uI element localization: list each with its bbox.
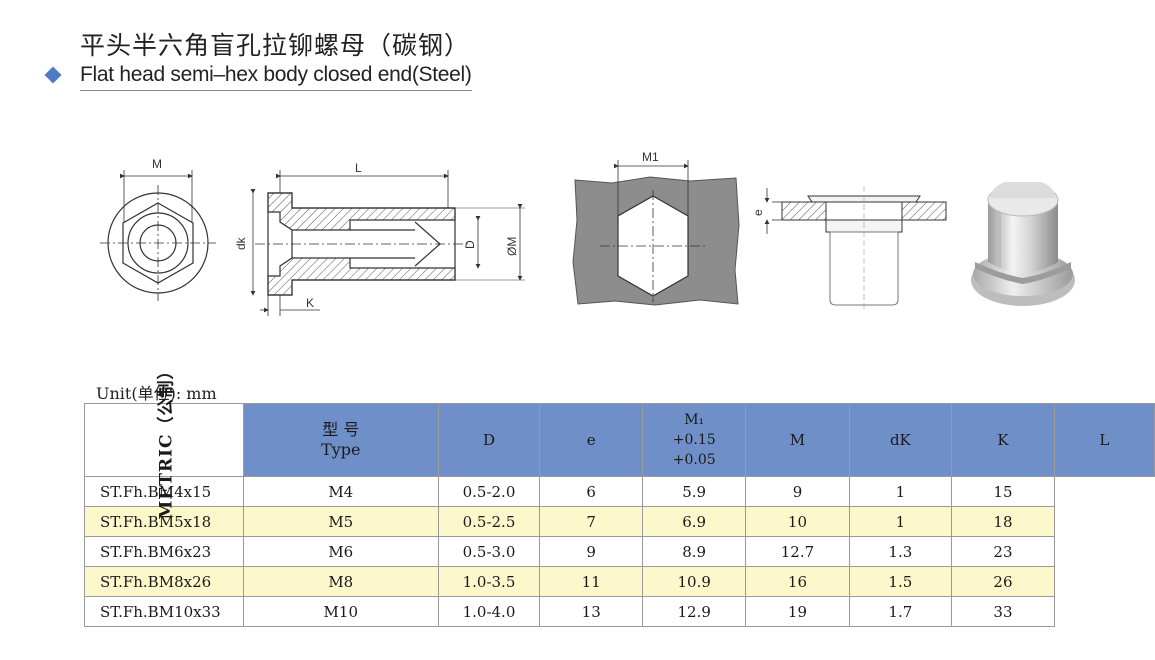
unit-label: Unit(单位): mm xyxy=(96,384,217,403)
cell-e: 1.0-4.0 xyxy=(437,596,541,627)
cell-m1: 6 xyxy=(539,476,643,507)
header-m1: M₁ +0.15 +0.05 xyxy=(641,403,747,477)
cell-dk: 9 xyxy=(745,476,850,507)
cell-e: 1.0-3.5 xyxy=(437,566,541,597)
dim-label-m: M xyxy=(152,157,162,171)
diamond-bullet-icon xyxy=(44,66,62,84)
page-title-en: Flat head semi–hex body closed end(Steel… xyxy=(80,63,472,91)
cell-type: ST.Fh.BM10x33 xyxy=(83,596,245,627)
front-view-drawing xyxy=(100,170,216,301)
cell-d: M6 xyxy=(243,536,439,567)
header-type: 型 号 Type xyxy=(243,403,439,477)
table-row: ST.Fh.BM6x23 M6 0.5-3.0 9 8.9 12.7 1.3 2… xyxy=(83,536,1155,567)
metric-side-label: METRIC（公制） xyxy=(83,361,245,519)
cell-l: 18 xyxy=(951,506,1055,537)
cell-m: 8.9 xyxy=(641,536,747,567)
cell-l: 33 xyxy=(951,596,1055,627)
hex-hole-plate-drawing xyxy=(572,160,740,306)
cell-l: 26 xyxy=(951,566,1055,597)
cell-type: ST.Fh.BM6x23 xyxy=(83,536,245,567)
header-d: D xyxy=(437,403,541,477)
cell-m: 10.9 xyxy=(641,566,747,597)
cell-dk: 12.7 xyxy=(745,536,850,567)
cell-d: M4 xyxy=(243,476,439,507)
cell-m1: 7 xyxy=(539,506,643,537)
header-dk: dK xyxy=(848,403,953,477)
cell-d: M5 xyxy=(243,506,439,537)
dim-label-e: e xyxy=(751,209,765,216)
cell-l: 15 xyxy=(951,476,1055,507)
cell-type: ST.Fh.BM4x15 xyxy=(83,476,245,507)
cell-m: 12.9 xyxy=(641,596,747,627)
table-row: ST.Fh.BM10x33 M10 1.0-4.0 13 12.9 19 1.7… xyxy=(83,596,1155,627)
dim-label-d: D xyxy=(463,240,477,249)
header-e: e xyxy=(539,403,643,477)
page-title-cn: 平头半六角盲孔拉铆螺母（碳钢） xyxy=(80,31,471,60)
dim-label-k: K xyxy=(306,296,314,310)
header-m: M xyxy=(745,403,850,477)
header-k: K xyxy=(951,403,1055,477)
dim-label-om: ØM xyxy=(505,237,519,256)
dim-label-dk: dk xyxy=(234,236,248,250)
cell-d: M10 xyxy=(243,596,439,627)
cell-e: 0.5-3.0 xyxy=(437,536,541,567)
cell-type: ST.Fh.BM8x26 xyxy=(83,566,245,597)
rivet-nut-3d-image xyxy=(971,182,1075,306)
cell-k: 1 xyxy=(848,476,953,507)
table-row: ST.Fh.BM8x26 M8 1.0-3.5 11 10.9 16 1.5 2… xyxy=(83,566,1155,597)
cell-e: 0.5-2.0 xyxy=(437,476,541,507)
cell-m1: 9 xyxy=(539,536,643,567)
table-row: ST.Fh.BM4x15 M4 0.5-2.0 6 5.9 9 1 15 xyxy=(83,476,1155,507)
cell-m1: 11 xyxy=(539,566,643,597)
cell-m: 6.9 xyxy=(641,506,747,537)
table-row: ST.Fh.BM5x18 M5 0.5-2.5 7 6.9 10 1 18 xyxy=(83,506,1155,537)
cell-k: 1.7 xyxy=(848,596,953,627)
cell-k: 1.3 xyxy=(848,536,953,567)
cell-type: ST.Fh.BM5x18 xyxy=(83,506,245,537)
cell-d: M8 xyxy=(243,566,439,597)
installed-section-drawing xyxy=(764,186,947,310)
cell-dk: 10 xyxy=(745,506,850,537)
spec-table: METRIC（公制） 型 号 Type D e M₁ +0.15 +0.05 M… xyxy=(83,361,1155,627)
cell-e: 0.5-2.5 xyxy=(437,506,541,537)
cell-m: 5.9 xyxy=(641,476,747,507)
dim-label-m1: M1 xyxy=(642,150,659,164)
cell-l: 23 xyxy=(951,536,1055,567)
cell-dk: 19 xyxy=(745,596,850,627)
header-l: L xyxy=(1053,403,1155,477)
cell-k: 1 xyxy=(848,506,953,537)
cell-dk: 16 xyxy=(745,566,850,597)
cell-k: 1.5 xyxy=(848,566,953,597)
table-header-row: METRIC（公制） 型 号 Type D e M₁ +0.15 +0.05 M… xyxy=(83,361,1155,519)
dim-label-l: L xyxy=(355,161,362,175)
side-section-drawing xyxy=(250,170,525,316)
cell-m1: 13 xyxy=(539,596,643,627)
